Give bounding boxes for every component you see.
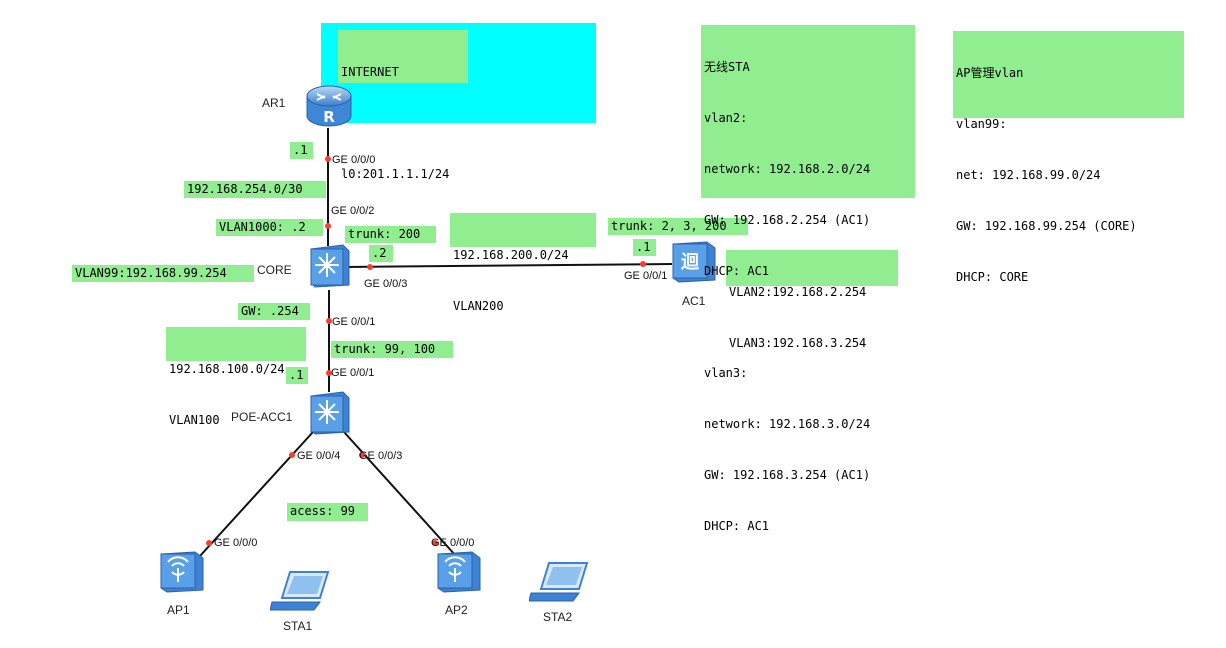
wireless-sta-line: DHCP: AC1 — [704, 519, 770, 533]
note-vlan1000: VLAN1000: .2 — [216, 219, 323, 236]
wireless-sta-info-box: 无线STA vlan2: network: 192.168.2.0/24 GW:… — [701, 25, 915, 533]
ap-mgmt-line: net: 192.168.99.0/24 — [956, 168, 1101, 182]
ap-mgmt-line: DHCP: CORE — [956, 270, 1029, 284]
core-switch-icon[interactable] — [307, 243, 351, 289]
port-label-core-ge002: GE 0/0/2 — [331, 205, 375, 217]
port-dot-acc-ge004 — [289, 452, 295, 458]
router-icon[interactable]: R — [303, 82, 355, 130]
wireless-sta-line: vlan3: — [704, 366, 748, 380]
note-net-200-line1: 192.168.200.0/24 — [453, 248, 569, 262]
sta2-laptop-icon[interactable] — [529, 561, 589, 603]
port-label-ap2-ge000: GE 0/0/0 — [431, 537, 475, 549]
note-ar1-ip: .1 — [290, 142, 313, 159]
port-label-acc-ge001: GE 0/0/1 — [331, 367, 375, 379]
note-ac1-ip: .1 — [633, 239, 656, 256]
svg-text:迴: 迴 — [681, 251, 700, 273]
ap-mgmt-line: GW: 192.168.99.254 (CORE) — [956, 219, 1137, 233]
ap-mgmt-line: vlan99: — [956, 117, 1007, 131]
note-acc-ip: .1 — [286, 367, 308, 384]
ap-mgmt-line: AP管理vlan — [956, 66, 1024, 80]
note-net-100-line2: VLAN100 — [169, 413, 220, 427]
device-label-ap2: AP2 — [445, 603, 468, 617]
wireless-sta-line: GW: 192.168.2.254 (AC1) — [704, 213, 871, 227]
port-label-ac1-ge001: GE 0/0/1 — [624, 270, 668, 282]
port-label-ap1-ge000: GE 0/0/0 — [214, 537, 258, 549]
wireless-sta-line: network: 192.168.3.0/24 — [704, 417, 871, 431]
svg-text:R: R — [323, 108, 335, 126]
sta1-laptop-icon[interactable] — [270, 570, 330, 612]
device-label-sta2: STA2 — [543, 610, 573, 624]
port-dot-core-ge003 — [367, 264, 373, 270]
ap-mgmt-info-box: AP管理vlan vlan99: net: 192.168.99.0/24 GW… — [953, 31, 1184, 284]
ap2-icon[interactable] — [434, 548, 482, 596]
port-dot-ac1-ge001 — [640, 261, 646, 267]
note-net-100: 192.168.100.0/24 VLAN100 — [166, 327, 306, 427]
poe-switch-icon[interactable] — [307, 390, 351, 436]
wireless-sta-line: GW: 192.168.3.254 (AC1) — [704, 468, 871, 482]
port-dot-acc-ge001 — [326, 370, 332, 376]
note-ac1-vlan3: VLAN3:192.168.3.254 — [729, 336, 867, 350]
note-vlan99-core: VLAN99:192.168.99.254 — [72, 265, 254, 282]
port-label-acc-ge003: GE 0/0/3 — [359, 450, 403, 462]
note-ac1-vlan2: VLAN2:192.168.2.254 — [729, 285, 867, 299]
device-label-sta1: STA1 — [283, 619, 313, 633]
port-label-core-ge003: GE 0/0/3 — [364, 278, 408, 290]
note-core-ip-2: .2 — [369, 245, 393, 262]
port-label-ar1-ge000: GE 0/0/0 — [332, 154, 376, 166]
device-label-core: CORE — [257, 263, 292, 277]
wireless-sta-line — [704, 314, 912, 331]
wireless-sta-line: network: 192.168.2.0/24 — [704, 162, 871, 176]
internet-label-box: INTERNET l0:201.1.1.1/24 — [338, 30, 468, 181]
note-access99: acess: 99 — [287, 503, 368, 521]
port-dot-ap2-ge000 — [432, 540, 438, 546]
port-dot-acc-ge003 — [359, 452, 365, 458]
device-label-ac1: AC1 — [682, 294, 706, 308]
note-net-254: 192.168.254.0/30 — [184, 181, 326, 198]
note-trunk200: trunk: 200 — [345, 226, 436, 243]
port-dot-ap1-ge000 — [206, 540, 212, 546]
ap1-icon[interactable] — [157, 548, 205, 596]
note-gw-254: GW: .254 — [238, 303, 310, 320]
device-label-ap1: AP1 — [167, 603, 190, 617]
internet-title: INTERNET — [341, 65, 399, 79]
internet-lo-address: l0:201.1.1.1/24 — [341, 167, 450, 181]
port-label-acc-ge004: GE 0/0/4 — [297, 450, 341, 462]
note-trunk-99-100: trunk: 99, 100 — [331, 341, 453, 358]
note-net-200-line2: VLAN200 — [453, 299, 504, 313]
device-label-poe-acc1: POE-ACC1 — [231, 410, 293, 424]
note-net-200: 192.168.200.0/24 VLAN200 — [450, 213, 596, 313]
note-net-100-line1: 192.168.100.0/24 — [169, 362, 285, 376]
link-poeacc1-ap1 — [199, 431, 314, 557]
wireless-sta-line: DHCP: AC1 — [704, 264, 770, 278]
port-dot-core-ge002 — [325, 223, 331, 229]
access-controller-icon[interactable]: 迴 — [671, 240, 717, 284]
port-dot-core-ge001 — [326, 318, 332, 324]
note-ac1-vlans: VLAN2:192.168.2.254 VLAN3:192.168.3.254 — [726, 250, 898, 350]
device-label-ar1: AR1 — [262, 96, 286, 110]
port-dot-ar1-ge000 — [325, 156, 331, 162]
link-core-ac1 — [345, 263, 673, 268]
port-label-core-ge001: GE 0/0/1 — [332, 316, 376, 328]
note-trunk-2-3-200: trunk: 2, 3, 200 — [608, 218, 748, 235]
wireless-sta-line: 无线STA — [704, 60, 750, 74]
wireless-sta-line: vlan2: — [704, 111, 748, 125]
